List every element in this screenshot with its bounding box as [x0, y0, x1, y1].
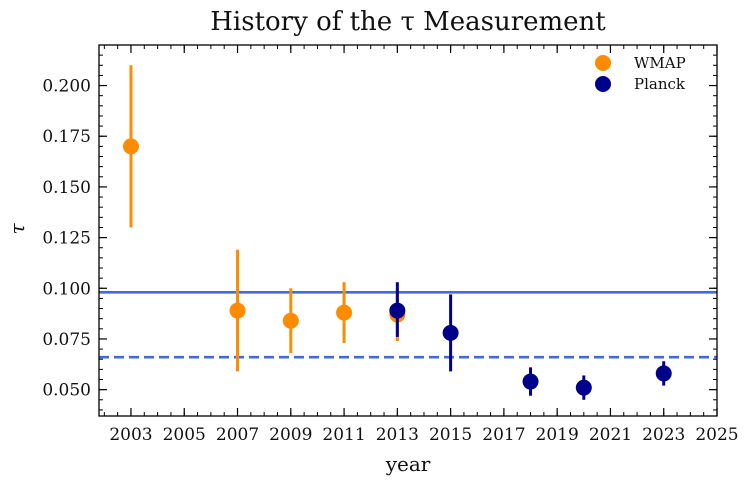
y-tick-label: 0.050 [42, 381, 91, 401]
y-tick-label: 0.175 [42, 127, 91, 147]
wmap-legend-label: WMAP [634, 54, 686, 72]
x-tick-label: 2017 [482, 425, 525, 445]
wmap-data-point [336, 304, 353, 321]
x-axis-title: year [385, 452, 431, 476]
wmap-data-point [229, 302, 246, 319]
chart-title: History of the τ Measurement [210, 7, 606, 37]
y-axis-title: τ [5, 223, 29, 235]
planck-legend-label: Planck [634, 75, 686, 93]
x-tick-label: 2023 [642, 425, 685, 445]
y-tick-label: 0.075 [42, 330, 91, 350]
y-tick-label: 0.200 [42, 77, 91, 97]
y-tick-label: 0.125 [42, 229, 91, 249]
wmap-data-point [122, 138, 139, 155]
planck-data-point [389, 302, 406, 319]
wmap-data-point [282, 312, 299, 329]
planck-legend-marker [595, 76, 611, 92]
x-tick-label: 2015 [429, 425, 472, 445]
planck-data-point [522, 373, 539, 390]
legend: WMAP Planck [595, 54, 686, 93]
planck-data-point [655, 365, 672, 382]
x-tick-label: 2003 [109, 425, 152, 445]
x-tick-label: 2013 [376, 425, 419, 445]
x-tick-label: 2005 [163, 425, 206, 445]
planck-data-point [575, 379, 592, 396]
x-tick-label: 2025 [695, 425, 738, 445]
x-tick-label: 2019 [536, 425, 579, 445]
x-tick-label: 2007 [216, 425, 259, 445]
x-tick-label: 2011 [322, 425, 365, 445]
x-tick-label: 2009 [269, 425, 312, 445]
y-tick-label: 0.100 [42, 279, 91, 299]
y-tick-label: 0.150 [42, 178, 91, 198]
wmap-legend-marker [595, 55, 611, 71]
planck-data-point [442, 324, 459, 341]
plot-area: 2003 2005 2007 2009 2011 2013 2015 2017 2019 2021… [42, 44, 739, 445]
x-tick-label: 2021 [589, 425, 632, 445]
plot-frame [98, 44, 718, 417]
